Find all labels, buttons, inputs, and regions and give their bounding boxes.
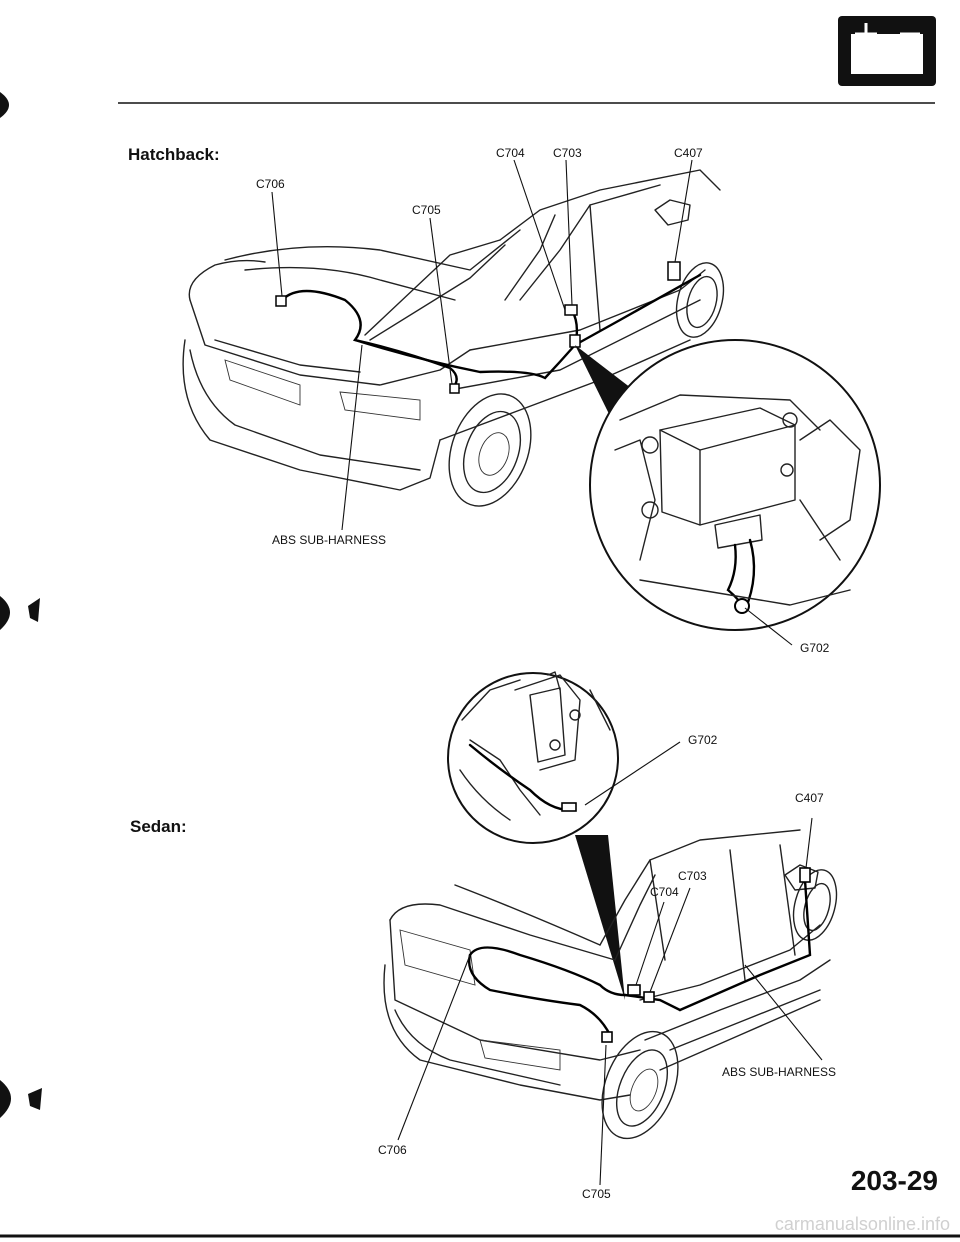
label-sd-c705: C705	[582, 1187, 611, 1201]
sedan-leaders	[397, 817, 823, 1186]
hatchback-title: Hatchback:	[128, 145, 220, 164]
sedan-car-illustration	[383, 829, 838, 1140]
sedan-zoom-wedge	[575, 835, 625, 1000]
battery-icon	[838, 16, 936, 86]
sedan-abs-wiring	[468, 867, 812, 1043]
label-hb-g702: G702	[800, 641, 830, 655]
label-sd-g702: G702	[688, 733, 718, 747]
label-hb-c704: C704	[496, 146, 525, 160]
label-sd-c703: C703	[678, 869, 707, 883]
label-sd-c706: C706	[378, 1143, 407, 1157]
hatchback-leaders	[271, 159, 693, 531]
sedan-title: Sedan:	[130, 817, 187, 836]
leader-hb-g702	[744, 607, 793, 646]
hatchback-abs-wiring	[275, 261, 702, 394]
watermark: carmanualsonline.info	[775, 1214, 950, 1234]
label-sd-abs-sub-harness: ABS SUB-HARNESS	[722, 1065, 836, 1079]
label-sd-c407: C407	[795, 791, 824, 805]
binding-marks	[0, 92, 42, 1118]
label-hb-c705: C705	[412, 203, 441, 217]
label-sd-c704: C704	[650, 885, 679, 899]
hatchback-abs-module-closeup	[589, 339, 881, 631]
label-hb-c703: C703	[553, 146, 582, 160]
leader-sd-g702	[584, 741, 681, 806]
label-hb-c407: C407	[674, 146, 703, 160]
label-hb-abs-sub-harness: ABS SUB-HARNESS	[272, 533, 386, 547]
sedan-ground-closeup	[447, 671, 619, 844]
label-hb-c706: C706	[256, 177, 285, 191]
page-number: 203-29	[851, 1165, 938, 1196]
